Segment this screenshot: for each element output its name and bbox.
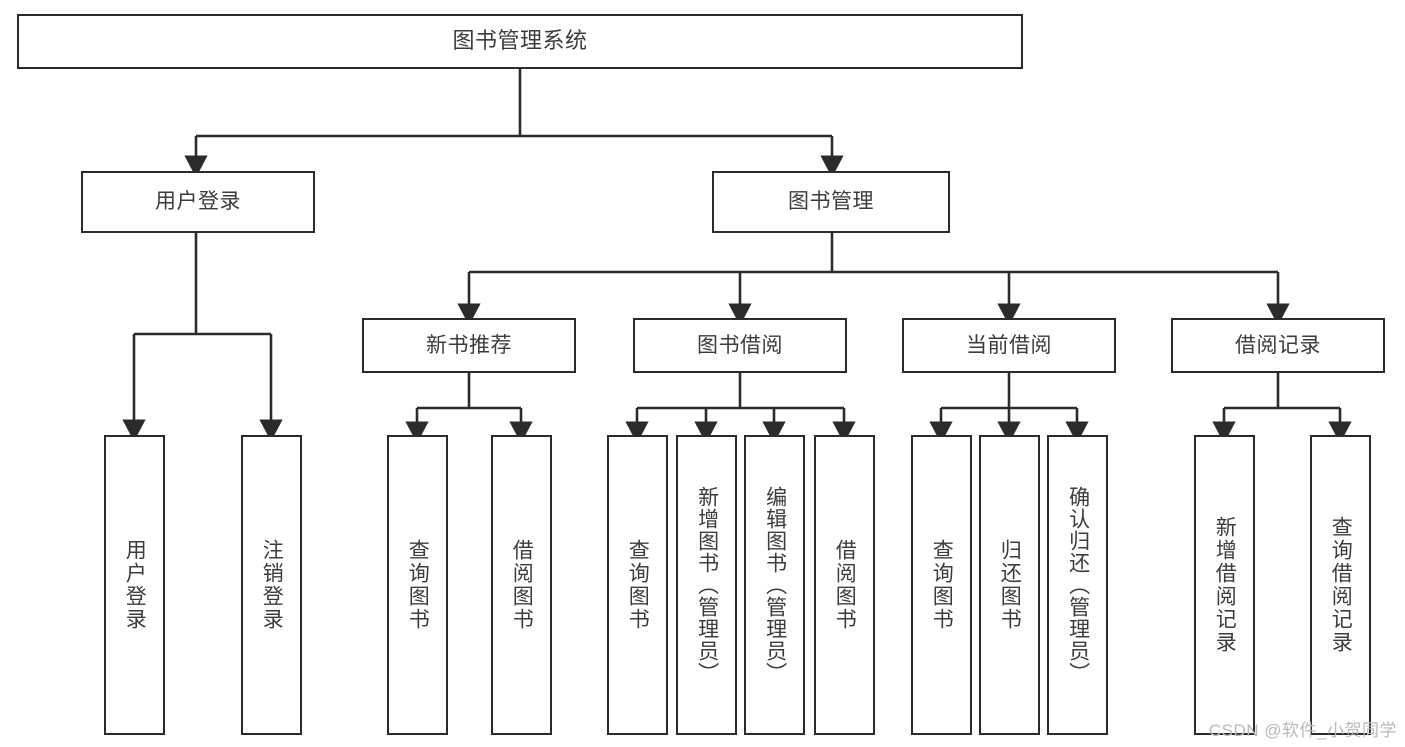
node-new-book-recommend-label: 新书推荐 [426,333,512,357]
node-leaf-query-book-1-label: 查询图书 [406,539,430,631]
node-leaf-query-record-label: 查询借阅记录 [1329,516,1353,654]
node-leaf-query-record[interactable]: 查询借阅记录 [1310,435,1371,735]
node-leaf-add-book[interactable]: 新增图书（管理员） [676,435,737,735]
node-leaf-user-logout[interactable]: 注销登录 [241,435,302,735]
node-user-login[interactable]: 用户登录 [81,171,315,233]
node-current-borrow[interactable]: 当前借阅 [902,318,1116,373]
node-leaf-query-book-3-label: 查询图书 [930,539,954,631]
node-leaf-query-book-2[interactable]: 查询图书 [607,435,668,735]
node-leaf-borrow-book-2-label: 借阅图书 [833,539,857,631]
node-borrow-record[interactable]: 借阅记录 [1171,318,1385,373]
node-leaf-user-login-label: 用户登录 [123,539,147,631]
node-leaf-user-login[interactable]: 用户登录 [104,435,165,735]
node-book-manage[interactable]: 图书管理 [712,171,950,233]
node-leaf-add-record-label: 新增借阅记录 [1213,516,1237,654]
node-leaf-borrow-book-1-label: 借阅图书 [510,539,534,631]
node-leaf-query-book-3[interactable]: 查询图书 [911,435,972,735]
node-leaf-borrow-book-2[interactable]: 借阅图书 [814,435,875,735]
node-borrow-record-label: 借阅记录 [1235,333,1321,357]
node-book-manage-label: 图书管理 [788,190,874,214]
node-leaf-query-book-1[interactable]: 查询图书 [387,435,448,735]
node-root[interactable]: 图书管理系统 [17,14,1023,69]
node-user-login-label: 用户登录 [155,190,241,214]
node-book-borrow[interactable]: 图书借阅 [633,318,847,373]
node-book-borrow-label: 图书借阅 [697,333,783,357]
node-leaf-confirm-return-label: 确认归还（管理员） [1066,486,1090,684]
node-leaf-edit-book[interactable]: 编辑图书（管理员） [744,435,805,735]
node-new-book-recommend[interactable]: 新书推荐 [362,318,576,373]
node-leaf-return-book[interactable]: 归还图书 [979,435,1040,735]
node-leaf-borrow-book-1[interactable]: 借阅图书 [491,435,552,735]
node-leaf-return-book-label: 归还图书 [998,539,1022,631]
node-root-label: 图书管理系统 [452,28,588,54]
node-leaf-query-book-2-label: 查询图书 [626,539,650,631]
node-leaf-user-logout-label: 注销登录 [260,539,284,631]
node-leaf-edit-book-label: 编辑图书（管理员） [763,486,787,684]
node-current-borrow-label: 当前借阅 [966,333,1052,357]
node-leaf-confirm-return[interactable]: 确认归还（管理员） [1047,435,1108,735]
node-leaf-add-book-label: 新增图书（管理员） [695,486,719,684]
node-leaf-add-record[interactable]: 新增借阅记录 [1194,435,1255,735]
